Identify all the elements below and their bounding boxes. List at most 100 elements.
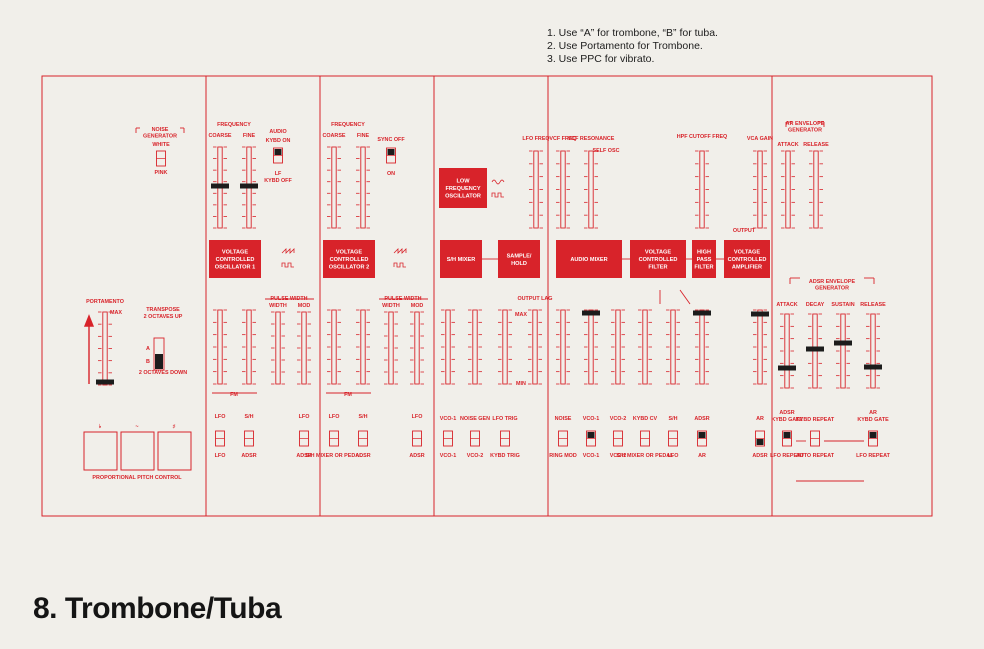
adsr-kybd-gate-label: KYBD GATE <box>771 417 803 423</box>
mixer-vco1-slider-knob[interactable] <box>582 310 600 316</box>
vco1-kybd-on-label: KYBD ON <box>266 138 291 144</box>
vco1-coarse-slider-knob[interactable] <box>211 183 229 189</box>
ppc-vibrato-pad[interactable] <box>120 431 155 471</box>
vco1-lf-label: LF <box>275 171 282 177</box>
vco1-fm-lfo-slider-track <box>217 309 223 385</box>
ppc-flat-pad[interactable] <box>83 431 118 471</box>
lfo-block-label: LOW <box>456 179 470 185</box>
note-2: 2. Use Portamento for Trombone. <box>547 40 703 52</box>
ppc-sharp-pad[interactable] <box>157 431 192 471</box>
vco1-pulse-width-label: PULSE WIDTH <box>270 296 307 302</box>
adsr-env-title: GENERATOR <box>815 286 849 292</box>
vco1-square-wave <box>281 262 294 268</box>
adsr-sustain-slider-knob[interactable] <box>834 340 852 346</box>
vco2-mod-label: MOD <box>411 303 424 309</box>
vco1-fine-slider-knob[interactable] <box>240 183 258 189</box>
vcf-kybd-cv-label: KYBD CV <box>633 416 658 422</box>
portamento-max-label: MAX <box>110 310 122 316</box>
adsr-release-slider-knob[interactable] <box>864 364 882 370</box>
kybd-repeat-label: KYBD REPEAT <box>796 417 835 423</box>
hpf-cutoff-label: HPF CUTOFF FREQ <box>677 134 728 140</box>
vco1-fm-sh-slider-track <box>246 309 252 385</box>
ar-env-title: AR ENVELOPE <box>786 121 825 127</box>
panel-outline <box>41 75 933 517</box>
vco1-block-label: CONTROLLED <box>216 257 255 263</box>
adsr-decay-slider-knob[interactable] <box>806 346 824 352</box>
sample-hold-block-label: HOLD <box>511 261 527 267</box>
vcf-block <box>630 240 686 278</box>
vca-env-slider-knob[interactable] <box>751 311 769 317</box>
lfo-square-wave <box>491 192 504 198</box>
adsr-attack-slider-knob[interactable] <box>778 365 796 371</box>
hpf-block-label: HIGH <box>697 250 711 256</box>
vcf-freq-slider-track <box>560 150 566 229</box>
vco1-fine-label: FINE <box>243 133 256 139</box>
adsr-release-label: RELEASE <box>860 302 886 308</box>
patch-notes: 1. Use “A” for trombone, “B” for tuba. 2… <box>547 27 718 66</box>
vcf-adsr-slider-knob[interactable] <box>693 310 711 316</box>
mixer-ring-mod-label: RING MOD <box>549 453 577 459</box>
lfo-sine-wave <box>491 179 505 185</box>
vcf-env-switch-lever <box>698 432 706 438</box>
vcf-sh-mixer-pedal-label: S/H MIXER OR PEDAL <box>617 453 675 459</box>
hpf-cutoff-slider-track <box>699 150 705 229</box>
vco1-block <box>209 240 261 278</box>
sh-vco1-label: VCO-1 <box>440 416 456 422</box>
vco1-pwm-lfo-label: LFO <box>299 414 310 420</box>
vco2-block-label: VOLTAGE <box>336 250 362 256</box>
vco1-block-label: VOLTAGE <box>222 250 248 256</box>
portamento-slider-knob[interactable] <box>96 379 114 385</box>
vca-block-label: CONTROLLED <box>728 257 767 263</box>
vca-block-label: VOLTAGE <box>734 250 760 256</box>
vco1-coarse-label: COARSE <box>208 133 231 139</box>
vco2-fm-lfo-slider-track <box>331 309 337 385</box>
lfo-block <box>439 168 487 208</box>
vca-block-label: AMPLIFIER <box>732 265 762 271</box>
mixer-vco2-label: VCO-2 <box>610 416 626 422</box>
lfo-block-label: OSCILLATOR <box>445 194 481 200</box>
lfo-block-label: FREQUENCY <box>445 186 480 192</box>
transpose-label: TRANSPOSE <box>146 307 180 313</box>
mixer-vco1-alt-label: VCO-1 <box>583 453 599 459</box>
vco1-sh-label: S/H <box>245 414 254 420</box>
portamento-arrow <box>83 314 95 384</box>
vco2-pw-mod-slider-track <box>414 311 420 385</box>
vca-adsr-label: ADSR <box>752 453 767 459</box>
ppc-label: PROPORTIONAL PITCH CONTROL <box>92 475 182 481</box>
output-lag-min-label: MIN <box>516 381 526 387</box>
ppc-sharp-symbol: ♯ <box>173 424 176 430</box>
vco1-saw-wave <box>281 248 295 254</box>
ppc-vibrato-symbol: ~ <box>135 424 138 430</box>
mixer-vco1-slider-track <box>588 309 594 385</box>
auto-repeat-label: AUTO REPEAT <box>796 453 835 459</box>
audio-mixer-block <box>556 240 622 278</box>
sample-hold-block-label: SAMPLE/ <box>507 253 532 259</box>
noise-white-label: WHITE <box>152 142 170 148</box>
ar-kybd-gate-label: KYBD GATE <box>857 417 889 423</box>
noise-generator-title: GENERATOR <box>143 134 177 140</box>
ar-release-slider-track <box>813 150 819 229</box>
output-lag-slider-track <box>532 309 538 385</box>
vco1-kybd-off-label: KYBD OFF <box>264 178 292 184</box>
adsr-release-slider-track <box>870 313 876 389</box>
vca-block <box>724 240 770 278</box>
sh-noise-gen-label: NOISE GEN <box>460 416 490 422</box>
vco2-sh-label: S/H <box>359 414 368 420</box>
adsr-env-title: ADSR ENVELOPE <box>809 279 856 285</box>
transpose-switch[interactable] <box>153 337 165 371</box>
vco1-fm-label: FM <box>230 392 238 398</box>
mixer-noise-slider-track <box>560 309 566 385</box>
vca-ar-label: AR <box>756 416 764 422</box>
vco1-lfo-alt-label: LFO <box>215 453 226 459</box>
vco2-block-label: OSCILLATOR 2 <box>329 265 370 271</box>
sample-hold-block <box>498 240 540 278</box>
sh-mixer-block-label: S/H MIXER <box>447 257 476 263</box>
vco2-adsr-label: ADSR <box>355 453 370 459</box>
ar-attack-label: ATTACK <box>777 142 798 148</box>
vcf-kybd-slider-track <box>642 309 648 385</box>
vcf-mod-line <box>679 289 691 305</box>
sh-vco2-label: VCO-2 <box>467 453 483 459</box>
vca-env-switch-lever <box>756 439 764 445</box>
sh-lfo-trig-label: LFO TRIG <box>492 416 517 422</box>
